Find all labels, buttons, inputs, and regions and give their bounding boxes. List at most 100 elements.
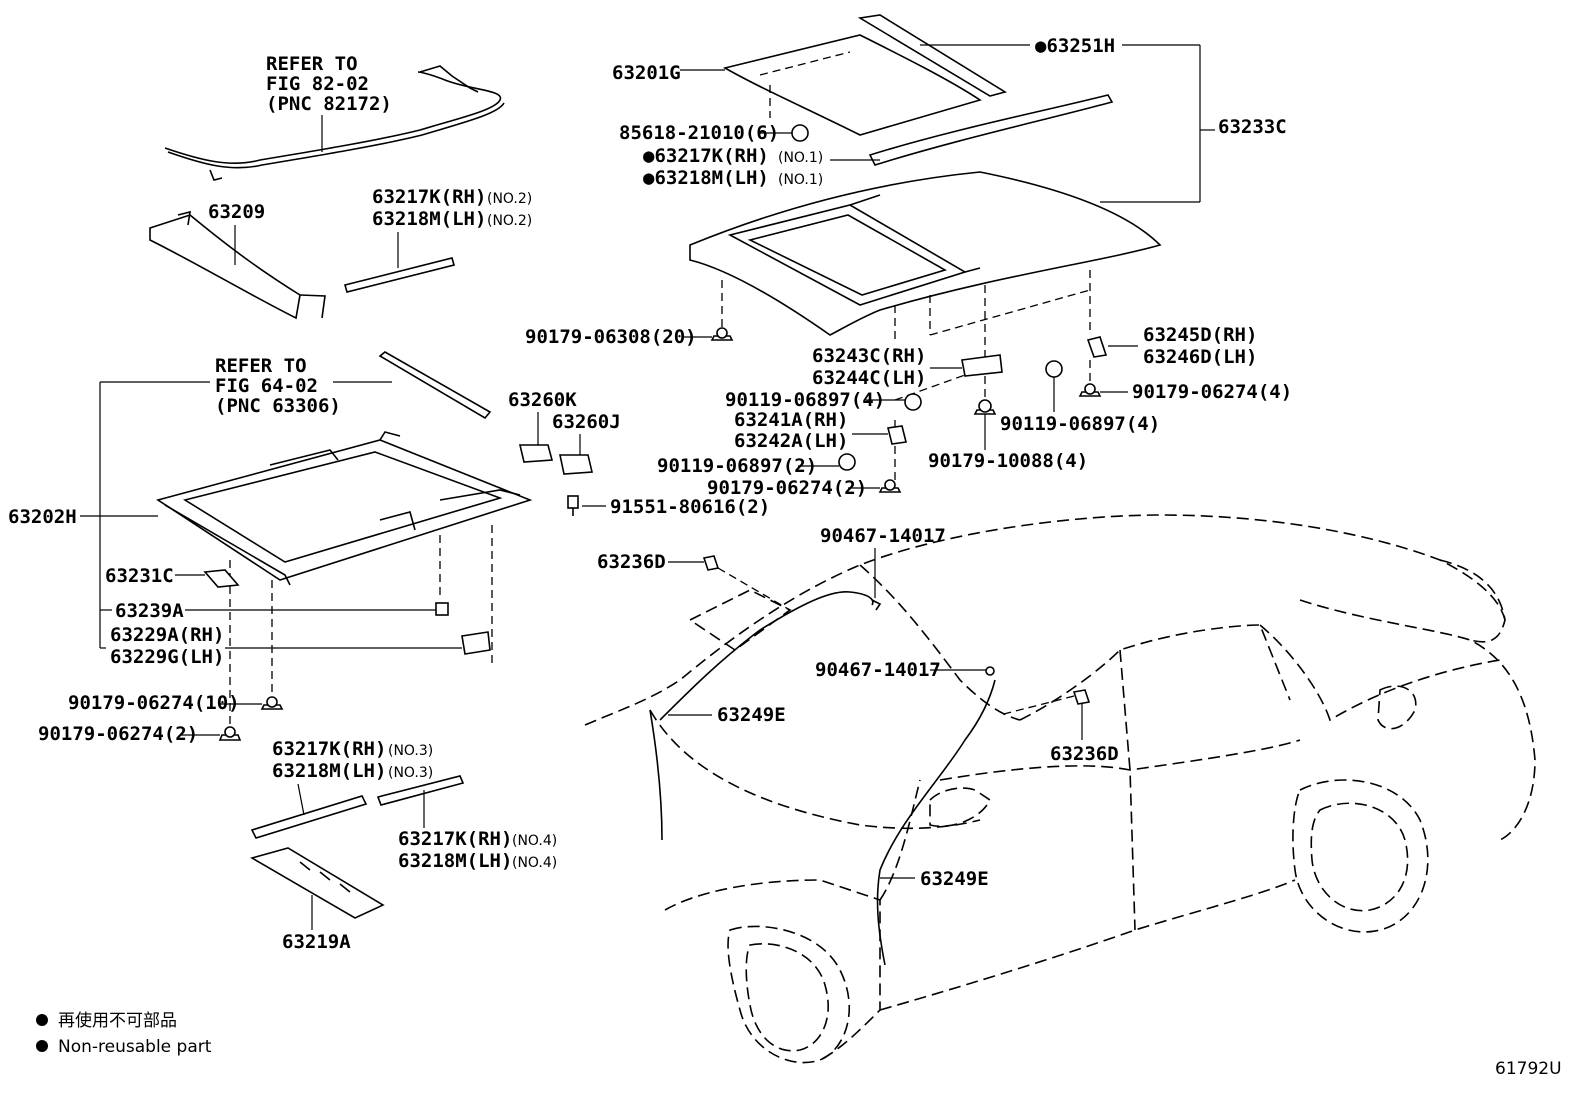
label-63202h: 63202H [8, 506, 77, 528]
label-63218m-no2: 63218M(LH) [372, 208, 486, 230]
label-63218m-no1: ●63218M(LH) [643, 167, 769, 189]
refer-note-64: REFER TO FIG 64-02 (PNC 63306) [100, 355, 392, 417]
label-no1-a: (NO.1) [778, 150, 823, 166]
part-63245d-bracket: 63245D(RH) 63246D(LH) [1086, 324, 1257, 368]
part-63236d-b: 63236D [999, 689, 1119, 765]
label-63244c: 63244C(LH) [812, 367, 926, 389]
refer-64-line3: (PNC 63306) [215, 395, 341, 417]
label-63260j: 63260J [552, 411, 621, 433]
label-90179-06308: 90179-06308(20) [525, 326, 697, 348]
refer-82-line1: REFER TO [266, 53, 358, 75]
part-63236d-a: 63236D [597, 551, 791, 611]
label-63217k-no1: ●63217K(RH) [643, 145, 769, 167]
label-63229g: 63229G(LH) [110, 646, 224, 668]
label-no4-b: (NO.4) [512, 855, 557, 871]
part-63202h-frame: 63202H [8, 382, 533, 648]
part-63260k-motor: 63260K [508, 389, 577, 463]
part-63260j-motor: 63260J [552, 411, 621, 475]
part-63233c-bracket: 63233C [1100, 45, 1287, 203]
label-63218m-no4: 63218M(LH) [398, 850, 512, 872]
roof-dashed-guides [721, 270, 1091, 480]
part-90179-06274-2a: 90179-06274(2) [707, 477, 902, 499]
label-90119-06897-2: 90119-06897(2) [657, 455, 817, 477]
part-63201g-glass: 63201G [612, 34, 982, 136]
part-drain-hose [378, 351, 492, 420]
label-63218m-no3: 63218M(LH) [272, 760, 386, 782]
label-63217k-no2: 63217K(RH) [372, 186, 486, 208]
label-90179-06274-4: 90179-06274(4) [1132, 381, 1292, 403]
label-63236d-b: 63236D [1050, 743, 1119, 765]
roof-panel [689, 171, 1162, 336]
part-90179-06308: 90179-06308(20) [525, 326, 734, 348]
label-group-no1: ●63217K(RH) (NO.1) ●63218M(LH) (NO.1) [643, 145, 880, 189]
refer-64-line1: REFER TO [215, 355, 307, 377]
legend: 再使用不可部品 Non-reusable part [36, 1010, 212, 1057]
car-outline [584, 514, 1536, 1064]
label-63245d: 63245D(RH) [1143, 324, 1257, 346]
part-63249e-hose-a: 63249E [649, 591, 874, 841]
part-63217k-no2-strip: 63217K(RH) (NO.2) 63218M(LH) (NO.2) [344, 186, 532, 293]
label-no3-a: (NO.3) [388, 743, 433, 759]
label-63239a: 63239A [115, 600, 184, 622]
label-63241a: 63241A(RH) [734, 409, 848, 431]
refer-82-line2: FIG 82-02 [266, 73, 369, 95]
label-63249e-a: 63249E [717, 704, 786, 726]
label-63242a: 63242A(LH) [734, 430, 848, 452]
part-90179-06274-4: 90179-06274(4) [1078, 381, 1292, 403]
figure-id: 61792U [1495, 1059, 1562, 1079]
part-90467-clip-b: 90467-14017 [815, 659, 995, 681]
label-63231c: 63231C [105, 565, 174, 587]
refer-note-82: REFER TO FIG 82-02 (PNC 82172) [266, 53, 392, 115]
label-no3-b: (NO.3) [388, 765, 433, 781]
label-63249e-b: 63249E [920, 868, 989, 890]
label-90119-06897-4b: 90119-06897(4) [1000, 413, 1160, 435]
label-90119-06897-4a: 90119-06897(4) [725, 389, 885, 411]
label-63229a: 63229A(RH) [110, 624, 224, 646]
label-63251h: ●63251H [1035, 35, 1115, 57]
part-63229a: 63229A(RH) 63229G(LH) [100, 624, 491, 668]
label-63217k-no3: 63217K(RH) [272, 738, 386, 760]
refer-82-line3: (PNC 82172) [266, 93, 392, 115]
part-63241a-bracket: 63241A(RH) 63242A(LH) [734, 409, 907, 452]
label-90467-b: 90467-14017 [815, 659, 941, 681]
part-90119-06897-a: 90119-06897(4) [725, 389, 922, 411]
part-63249e-hose-b: 63249E [876, 679, 996, 966]
part-85618-clip: 85618-21010(6) [619, 122, 809, 144]
part-90467-clip-a: 90467-14017 [820, 525, 946, 611]
legend-en: Non-reusable part [58, 1037, 212, 1057]
part-90179-06274-2b: 90179-06274(2) [38, 723, 242, 745]
label-63219a: 63219A [282, 931, 351, 953]
part-90119-06897-b: 90119-06897(4) [1000, 360, 1160, 435]
part-90179-10088: 90179-10088(4) [928, 399, 1088, 472]
label-no2-a: (NO.2) [487, 191, 532, 207]
part-63217k-no3-strip: 63217K(RH) (NO.3) 63218M(LH) (NO.3) [250, 738, 433, 839]
legend-jp: 再使用不可部品 [58, 1010, 177, 1031]
label-no1-b: (NO.1) [778, 172, 823, 188]
label-91551: 91551-80616(2) [610, 496, 770, 518]
bullet-icon [36, 1040, 48, 1052]
label-63209: 63209 [208, 201, 265, 223]
part-63231c: 63231C [105, 565, 240, 588]
part-roof-side-strip [868, 94, 1114, 166]
part-63219a-panel: 63219A [249, 847, 385, 953]
frame-dashed-guides [229, 525, 493, 730]
part-90179-06274-10: 90179-06274(10) [68, 692, 284, 714]
label-63243c: 63243C(RH) [812, 345, 926, 367]
part-63209-garnish: 63209 [149, 201, 326, 320]
part-63239a: 63239A [100, 600, 449, 622]
label-90179-06274-2a: 90179-06274(2) [707, 477, 867, 499]
label-63201g: 63201G [612, 62, 681, 84]
bullet-icon [36, 1014, 48, 1026]
label-63217k-no4: 63217K(RH) [398, 828, 512, 850]
part-63251h-weatherstrip: ●63251H [857, 14, 1200, 97]
refer-64-line2: FIG 64-02 [215, 375, 318, 397]
label-no4-a: (NO.4) [512, 833, 557, 849]
label-90467-a: 90467-14017 [820, 525, 946, 547]
part-63243c-bracket: 63243C(RH) 63244C(LH) [812, 345, 1003, 389]
label-no2-b: (NO.2) [487, 213, 532, 229]
label-63246d: 63246D(LH) [1143, 346, 1257, 368]
label-90179-06274-10: 90179-06274(10) [68, 692, 240, 714]
wire-harness [164, 65, 505, 181]
part-91551-bolt: 91551-80616(2) [567, 495, 770, 518]
